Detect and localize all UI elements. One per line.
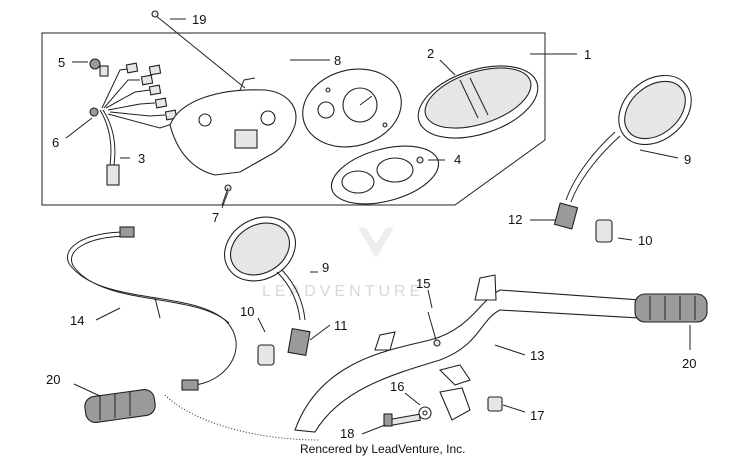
nut-17	[487, 396, 503, 412]
clamp-assembly	[439, 387, 471, 421]
callout-20-right: 20	[682, 356, 696, 371]
right-grip-20	[634, 293, 708, 323]
callout-6: 6	[52, 135, 59, 150]
callout-14: 14	[70, 313, 84, 328]
callout-19: 19	[192, 12, 206, 27]
watermark-logo	[358, 228, 394, 258]
footer-credit: Rencered by LeadVenture, Inc.	[300, 442, 465, 456]
instrument-housing-8	[169, 77, 297, 206]
callout-17: 17	[530, 408, 544, 423]
callout-2: 2	[427, 46, 434, 61]
callout-16: 16	[390, 379, 404, 394]
callout-5: 5	[58, 55, 65, 70]
callout-15: 15	[416, 276, 430, 291]
frame-4	[330, 145, 440, 205]
throttle-cable-14	[67, 226, 321, 441]
bulb-socket-5	[89, 58, 109, 77]
callout-10-right: 10	[638, 233, 652, 248]
callout-11: 11	[334, 318, 348, 333]
callout-1: 1	[584, 47, 591, 62]
callout-4: 4	[454, 152, 461, 167]
right-mirror-9	[553, 74, 692, 230]
bulb-socket-6	[89, 107, 99, 117]
callout-12: 12	[508, 212, 522, 227]
wiring-harness-3	[99, 62, 178, 186]
left-grip-20	[84, 388, 156, 424]
callout-13: 13	[530, 348, 544, 363]
callout-9-left: 9	[322, 260, 329, 275]
instrument-group-boundary	[41, 32, 546, 206]
dial-face	[302, 68, 402, 148]
lens-2	[417, 65, 539, 139]
callout-8: 8	[334, 53, 341, 68]
washer-16	[418, 406, 432, 420]
callout-7: 7	[212, 210, 219, 225]
callout-3: 3	[138, 151, 145, 166]
screw-15	[427, 311, 441, 347]
left-mirror-9	[224, 216, 311, 357]
callout-10-left: 10	[240, 304, 254, 319]
bolt-18	[383, 413, 421, 427]
screw-19	[151, 10, 246, 89]
callout-18: 18	[340, 426, 354, 441]
callout-9-right: 9	[684, 152, 691, 167]
watermark-text: LEADVENTURE	[262, 283, 424, 300]
nut-10-right	[595, 219, 613, 243]
callout-20-left: 20	[46, 372, 60, 387]
leader-lines	[65, 18, 691, 435]
nut-10-left	[257, 344, 275, 366]
